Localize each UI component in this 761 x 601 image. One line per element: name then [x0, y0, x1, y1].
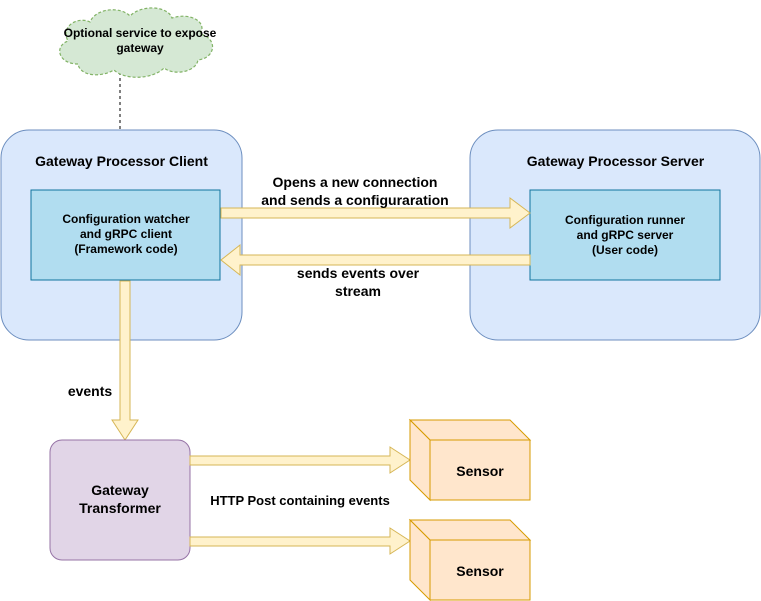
client-title: Gateway Processor Client	[35, 153, 208, 169]
sensor-1-label: Sensor	[456, 463, 504, 479]
connection-label: Opens a new connection and sends a confi…	[261, 174, 449, 208]
connection-arrow	[220, 197, 531, 229]
transformer-label: Gateway Transformer	[79, 482, 161, 516]
gateway-transformer-box	[49, 439, 191, 561]
server-title: Gateway Processor Server	[526, 153, 705, 169]
http-post-arrow-2	[189, 527, 411, 555]
events-label: events	[67, 383, 113, 399]
optional-service-label: Optional service to expose gateway	[63, 26, 217, 55]
http-post-label: HTTP Post containing events	[210, 493, 390, 508]
events-stream-arrow	[220, 243, 531, 277]
sensor-2-cube	[408, 518, 532, 601]
sensor-2-label: Sensor	[456, 563, 504, 579]
server-inner-label: Configuration runner and gRPC server (Us…	[565, 213, 685, 257]
http-post-arrow-1	[189, 446, 411, 474]
configuration-watcher-box	[30, 189, 221, 281]
events-stream-label: sends events over stream	[296, 265, 420, 299]
events-arrow	[111, 280, 139, 441]
configuration-runner-box	[529, 189, 721, 281]
client-inner-label: Configuration watcher and gRPC client (F…	[62, 212, 190, 256]
sensor-1-cube	[408, 418, 532, 502]
optional-service-cloud	[59, 7, 214, 78]
